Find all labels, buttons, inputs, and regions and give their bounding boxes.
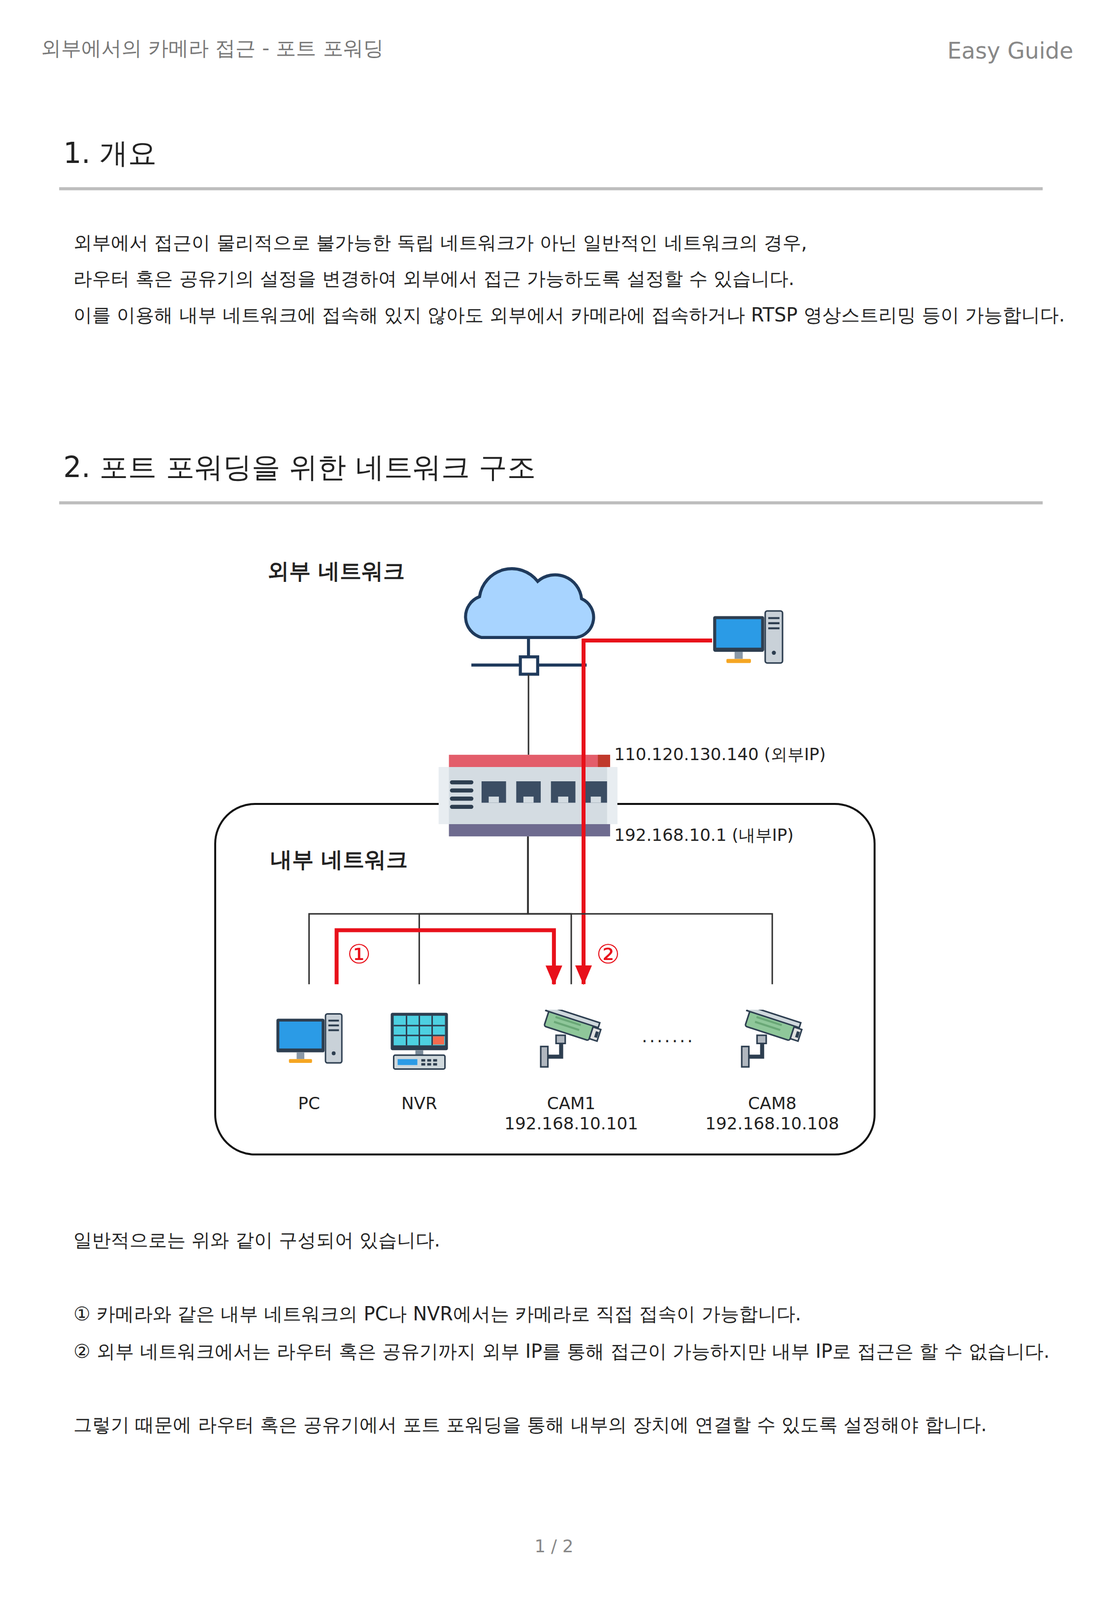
page-header: 외부에서의 카메라 접근 - 포트 포워딩 [40, 36, 384, 63]
section-heading: 2. 포트 포워딩을 위한 네트워크 구조 [63, 449, 536, 486]
network-hub [520, 656, 538, 675]
network-wire [527, 836, 572, 985]
network-wire [419, 836, 528, 985]
network-wire [527, 836, 773, 985]
heading-rule [59, 187, 1043, 191]
node-text: PC [297, 1093, 320, 1114]
area-label: 외부 네트워크 [267, 557, 405, 585]
page-number: 1 / 2 [534, 1535, 574, 1558]
network-wire [537, 663, 587, 667]
node-text: 192.168.10.1 (내부IP) [614, 825, 794, 846]
network-area: 내부 네트워크PCNVRCAM1192.168.10.101CAM8192.16… [214, 803, 876, 1157]
body-text: 그렇기 때문에 라우터 혹은 공유기에서 포트 포워딩을 통해 내부의 장치에 … [73, 1413, 987, 1437]
nvr-icon [390, 1012, 448, 1070]
node-text: 192.168.10.108 [705, 1113, 840, 1135]
ellipsis: ....... [641, 1025, 695, 1048]
heading-rule [59, 501, 1043, 505]
node-text: NVR [401, 1093, 438, 1114]
node-text: 110.120.130.140 (외부IP) [614, 745, 826, 766]
pc-icon [276, 1013, 342, 1064]
device-node: CAM1192.168.10.101 [499, 984, 643, 1138]
node-text: CAM8 [748, 1093, 797, 1114]
network-wire [526, 637, 530, 657]
camera-icon [540, 1006, 603, 1068]
body-text: 외부에서 접근이 물리적으로 불가능한 독립 네트워크가 아닌 일반적인 네트워… [73, 230, 808, 255]
section-heading: 1. 개요 [63, 135, 157, 172]
node-text: CAM1 [547, 1093, 596, 1114]
access-arrow [336, 930, 554, 985]
node-text: 192.168.10.101 [504, 1113, 639, 1135]
body-text: 이를 이용해 내부 네트워크에 접속해 있지 않아도 외부에서 카메라에 접속하… [73, 303, 1065, 327]
device-node: CAM8192.168.10.108 [700, 984, 844, 1138]
router-icon [438, 754, 618, 837]
body-text: ① 카메라와 같은 내부 네트워크의 PC나 NVR에서는 카메라로 직접 접속… [73, 1302, 802, 1327]
body-text: 라우터 혹은 공유기의 설정을 변경하여 외부에서 접근 가능하도록 설정할 수… [73, 266, 795, 291]
pc-icon [713, 611, 783, 664]
node-text: 내부 네트워크 [270, 847, 408, 873]
body-text: 일반적으로는 위와 같이 구성되어 있습니다. [73, 1228, 441, 1253]
network-wire [527, 674, 530, 755]
external-access-arrow [583, 640, 713, 985]
callout-number: ② [596, 938, 620, 972]
callout-number: ① [347, 938, 371, 972]
network-wire [309, 836, 529, 985]
network-wire [471, 663, 521, 667]
page-header: Easy Guide [947, 36, 1074, 66]
camera-icon [741, 1006, 804, 1068]
body-text: ② 외부 네트워크에서는 라우터 혹은 공유기까지 외부 IP를 통해 접근이 … [73, 1339, 1050, 1364]
cloud-icon [465, 568, 594, 638]
